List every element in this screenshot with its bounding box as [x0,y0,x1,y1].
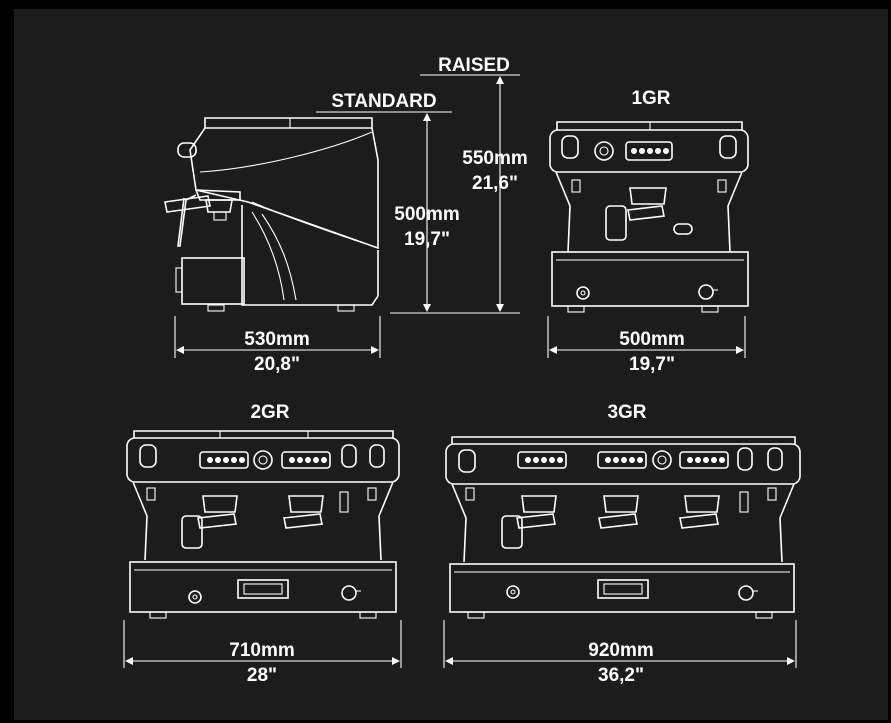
gr1-title: 1GR [631,88,670,109]
gr3-width-dimension [443,620,797,668]
side-depth-mm: 530mm [244,329,310,350]
height-standard-in: 19,7" [404,229,450,250]
standard-label: STANDARD [331,91,436,112]
height-raised-mm: 550mm [462,148,528,169]
gr2-title: 2GR [250,402,289,423]
gr2-width-mm: 710mm [229,640,295,661]
side-view-machine [164,117,379,312]
side-depth-dimension [174,316,381,358]
gr1-machine [549,121,749,313]
gr1-width-dimension [547,316,746,358]
gr3-title: 3GR [607,402,646,423]
gr2-width-in: 28" [247,665,277,686]
gr2-width-dimension [123,620,402,668]
height-standard-mm: 500mm [394,204,460,225]
side-depth-in: 20,8" [254,354,300,375]
gr1-width-in: 19,7" [629,354,675,375]
gr3-width-in: 36,2" [598,665,644,686]
gr2-machine [126,430,400,619]
gr1-width-mm: 500mm [619,329,685,350]
background-panel [14,9,888,720]
height-raised-in: 21,6" [472,173,518,194]
height-dimensions [316,74,520,314]
gr3-width-mm: 920mm [588,640,654,661]
raised-label: RAISED [438,55,510,76]
gr3-machine [445,436,801,619]
